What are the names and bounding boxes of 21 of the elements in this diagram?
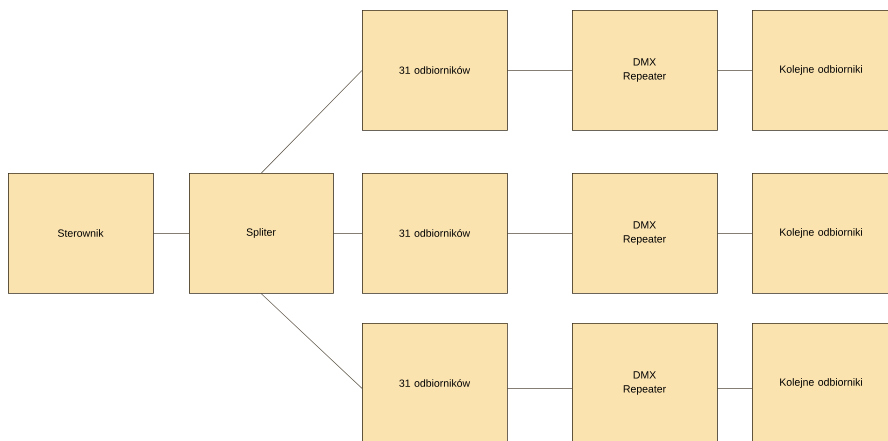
process-box: DMX Repeater xyxy=(572,173,718,294)
connector-line xyxy=(508,70,572,71)
connector-line xyxy=(718,388,752,389)
connector-line xyxy=(261,70,362,174)
connector-line xyxy=(261,294,362,389)
connector-line xyxy=(334,233,362,234)
connector-line xyxy=(718,233,752,234)
process-box: Kolejne odbiorniki xyxy=(752,173,888,294)
process-box: Sterownik xyxy=(8,173,154,294)
connector-line xyxy=(508,388,572,389)
process-box: 31 odbiorników xyxy=(362,323,508,441)
process-box: Kolejne odbiorniki xyxy=(752,10,888,131)
process-box: DMX Repeater xyxy=(572,323,718,441)
process-box: Kolejne odbiorniki xyxy=(752,323,888,441)
process-box: Spliter xyxy=(189,173,334,294)
connector-line xyxy=(154,233,190,234)
process-box: 31 odbiorników xyxy=(362,10,508,131)
connector-line xyxy=(508,233,572,234)
process-box: DMX Repeater xyxy=(572,10,718,131)
connector-line xyxy=(718,70,752,71)
process-box: 31 odbiorników xyxy=(362,173,508,294)
